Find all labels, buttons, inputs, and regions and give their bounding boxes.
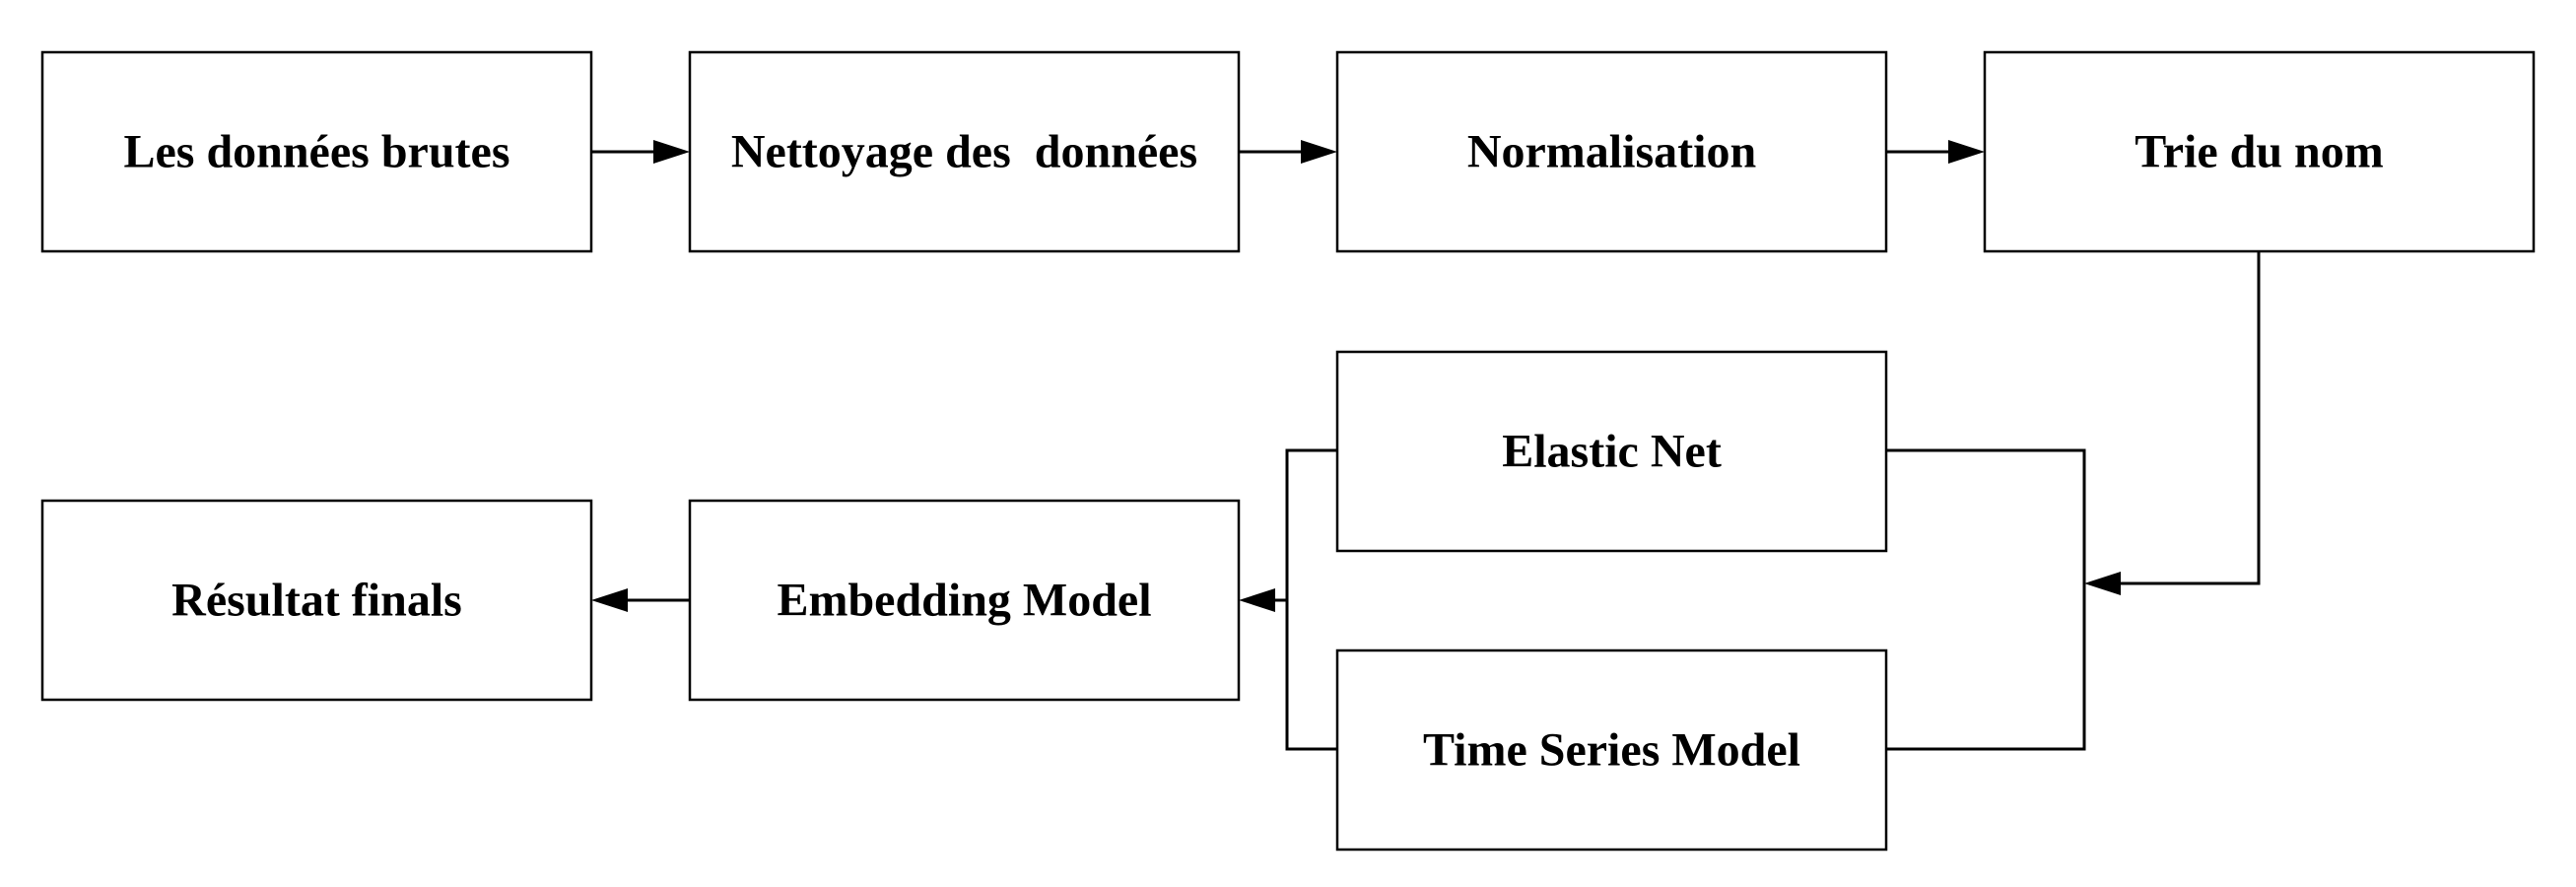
node-cleaning-label: Nettoyage des données <box>731 126 1197 178</box>
node-normalisation: Normalisation <box>1335 50 1888 253</box>
arrowhead-left <box>1239 588 1275 612</box>
edge-name-sort-to-models <box>2084 251 2261 595</box>
node-raw-data-label: Les données brutes <box>123 126 509 178</box>
edge-cleaning-to-normalisation <box>1239 140 1337 164</box>
node-final-result: Résultat finals <box>40 499 593 702</box>
arrowhead-left <box>591 588 628 612</box>
node-final-result-label: Résultat finals <box>171 575 462 627</box>
node-elastic-net: Elastic Net <box>1335 350 1888 553</box>
node-time-series: Time Series Model <box>1335 648 1888 852</box>
edge-embedding-to-final <box>591 588 690 612</box>
bracket-right <box>1886 448 2086 751</box>
node-raw-data: Les données brutes <box>40 50 593 253</box>
node-embedding-label: Embedding Model <box>777 575 1151 627</box>
node-name-sort: Trie du nom <box>1983 50 2536 253</box>
node-name-sort-label: Trie du nom <box>2135 126 2383 178</box>
edge-normalisation-to-name-sort <box>1886 140 1985 164</box>
arrowhead-right <box>1948 140 1985 164</box>
edge-models-to-embedding <box>1239 588 1287 612</box>
arrowhead-right <box>653 140 690 164</box>
node-normalisation-label: Normalisation <box>1467 126 1756 178</box>
node-time-series-label: Time Series Model <box>1423 724 1800 777</box>
node-embedding: Embedding Model <box>688 499 1241 702</box>
arrowhead-left <box>2084 572 2121 595</box>
edge-raw-to-cleaning <box>591 140 690 164</box>
node-cleaning: Nettoyage des données <box>688 50 1241 253</box>
node-elastic-net-label: Elastic Net <box>1502 426 1722 478</box>
bracket-left <box>1285 448 1337 751</box>
arrowhead-right <box>1301 140 1337 164</box>
